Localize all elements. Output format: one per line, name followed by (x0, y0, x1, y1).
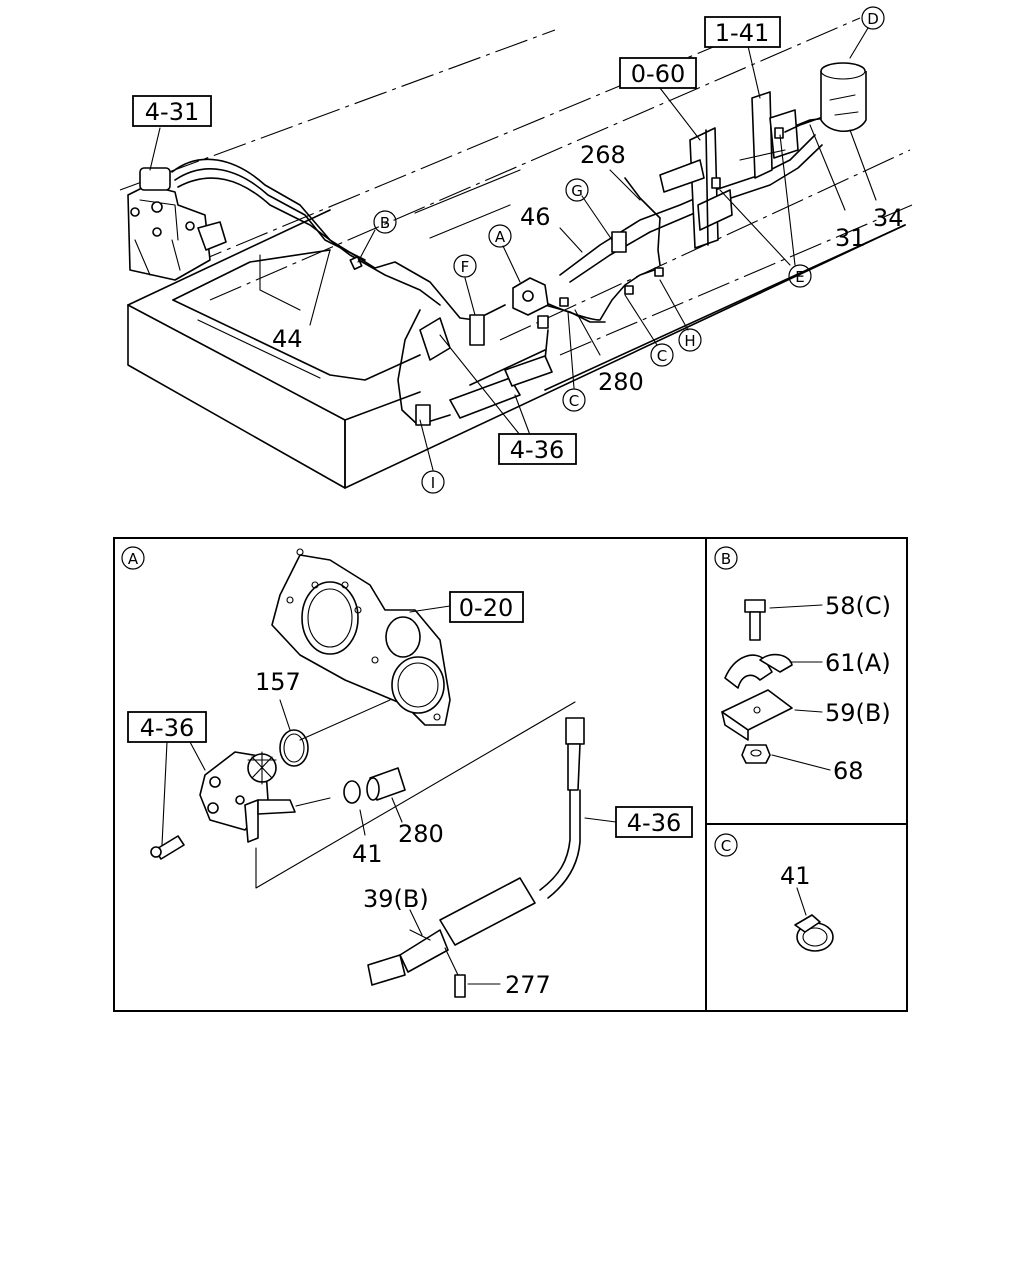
svg-text:I: I (431, 474, 435, 492)
marker-E: E (788, 264, 812, 288)
part-68: 68 (833, 757, 864, 785)
part-280-top: 280 (598, 368, 644, 396)
ref-box-4-36-a: 4-36 (127, 711, 207, 846)
ref-box-0-20: 0-20 (409, 591, 524, 623)
svg-text:A: A (128, 550, 139, 568)
part-39b: 39(B) (363, 885, 429, 913)
panel-A-label: A (121, 546, 145, 570)
oil-pump (199, 751, 331, 843)
clamp-41-a (343, 780, 366, 836)
svg-text:A: A (495, 228, 506, 246)
svg-text:C: C (657, 347, 667, 365)
fuel-tank (127, 209, 906, 489)
part-34: 34 (873, 204, 904, 232)
panel-B-label: B (714, 546, 738, 570)
part-59b: 59(B) (825, 699, 891, 727)
marker-B: B (373, 210, 397, 234)
svg-text:D: D (867, 10, 879, 28)
part-44: 44 (272, 325, 303, 353)
bolt-pump (150, 835, 185, 860)
fuel-hose-assembly (255, 701, 585, 986)
nut-68 (741, 744, 831, 771)
ref-4-36-b-text: 4-36 (627, 809, 681, 837)
leader-39b (409, 909, 423, 936)
clamp-41-c (794, 887, 834, 952)
marker-C-left: C (562, 388, 586, 412)
ref-box-4-36-b: 4-36 (584, 806, 693, 838)
marker-F: F (453, 254, 477, 278)
part-46: 46 (520, 203, 551, 231)
bracket-59b (721, 689, 823, 741)
clips (349, 127, 784, 307)
o-ring-157 (279, 699, 309, 767)
bolt-277 (444, 947, 501, 998)
marker-I: I (421, 470, 445, 494)
ref-4-36-top-text: 4-36 (510, 436, 564, 464)
svg-text:B: B (721, 550, 731, 568)
marker-H: H (678, 328, 702, 352)
svg-text:F: F (461, 258, 470, 276)
part-157: 157 (255, 668, 301, 696)
svg-text:C: C (569, 392, 579, 410)
ref-box-4-36-top: 4-36 (498, 433, 577, 465)
part-41-c: 41 (780, 862, 811, 890)
panel-A-gasket-plate (271, 548, 451, 741)
reservoir-tank (784, 62, 867, 133)
detail-panels-frame (113, 537, 908, 1012)
marker-C-right: C (650, 343, 674, 367)
ref-4-36-a-text: 4-36 (140, 714, 194, 742)
part-280-a: 280 (398, 820, 444, 848)
bracket-1-41 (739, 91, 799, 179)
marker-G: G (565, 178, 589, 202)
marker-D: D (861, 6, 885, 30)
master-cylinder-4-31 (127, 167, 227, 281)
svg-text:B: B (380, 214, 390, 232)
bolt-58c (744, 599, 823, 641)
marker-A: A (488, 224, 512, 248)
svg-text:G: G (571, 182, 583, 200)
part-268: 268 (580, 141, 626, 169)
ref-box-1-41: 1-41 (704, 16, 781, 48)
part-31: 31 (835, 224, 866, 252)
part-277: 277 (505, 971, 551, 999)
brake-pipes (171, 117, 829, 426)
ref-0-60-text: 0-60 (631, 60, 685, 88)
part-58c: 58(C) (825, 592, 891, 620)
panel-C-label: C (714, 833, 738, 857)
ref-1-41-text: 1-41 (715, 19, 769, 47)
ref-box-0-60: 0-60 (619, 57, 697, 89)
svg-text:E: E (795, 268, 804, 286)
part-41-a: 41 (352, 840, 383, 868)
svg-text:H: H (684, 332, 695, 350)
part-61a: 61(A) (825, 649, 891, 677)
clip-61a (724, 653, 823, 689)
pump-assembly (469, 277, 549, 346)
leaders-top (149, 27, 877, 471)
bracket-0-60 (659, 127, 733, 249)
hose-280-a (366, 767, 406, 823)
ref-box-4-31: 4-31 (132, 95, 212, 127)
ref-4-31-text: 4-31 (145, 98, 199, 126)
ref-0-20-text: 0-20 (459, 594, 513, 622)
svg-text:C: C (721, 837, 731, 855)
